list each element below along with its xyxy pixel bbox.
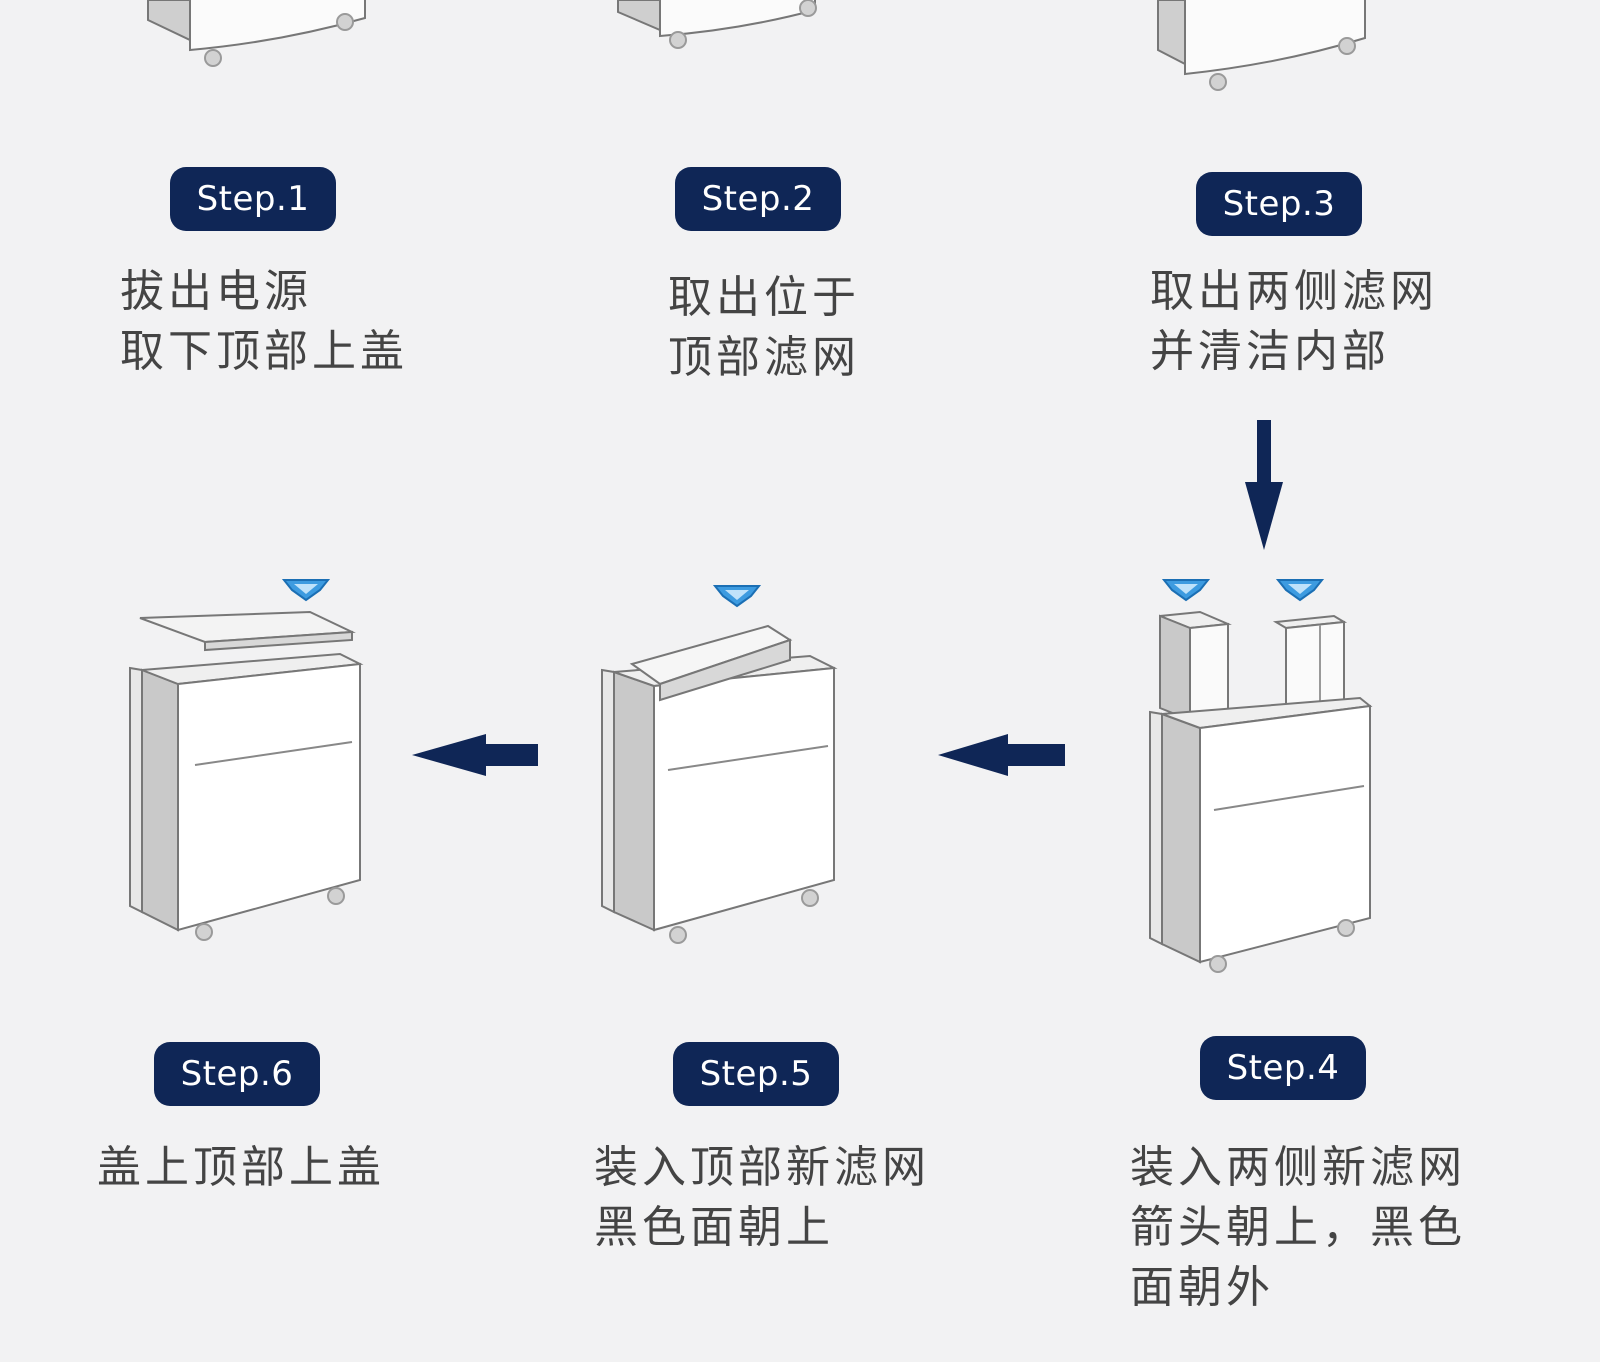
unit-illustration-step-2 — [617, 0, 817, 49]
step-4-badge: Step.4 — [1200, 1036, 1366, 1100]
step-5-badge: Step.5 — [673, 1042, 839, 1106]
unit-illustration-step-6 — [129, 579, 364, 941]
step-4-description: 装入两侧新滤网 箭头朝上，黑色 面朝外 — [1130, 1138, 1466, 1318]
step-1-line-1: 拔出电源 — [120, 266, 312, 317]
step-1-description: 拔出电源 取下顶部上盖 — [120, 262, 408, 382]
filter-direction-marker-icon — [283, 579, 329, 601]
step-3-line-2: 并清洁内部 — [1150, 326, 1390, 377]
unit-illustration-step-5 — [601, 585, 838, 944]
step-4-line-3: 面朝外 — [1130, 1262, 1274, 1313]
step-5-description: 装入顶部新滤网 黑色面朝上 — [594, 1138, 930, 1258]
filter-direction-marker-icon — [714, 585, 760, 607]
step-3-description: 取出两侧滤网 并清洁内部 — [1150, 262, 1438, 382]
arrow-left-icon — [412, 734, 538, 776]
step-2-badge: Step.2 — [675, 167, 841, 231]
step-1-badge: Step.1 — [170, 167, 336, 231]
step-6-description: 盖上顶部上盖 — [97, 1138, 385, 1198]
step-6-line-1: 盖上顶部上盖 — [97, 1142, 385, 1193]
step-3-line-1: 取出两侧滤网 — [1150, 266, 1438, 317]
step-5-line-2: 黑色面朝上 — [594, 1202, 834, 1253]
step-5-line-1: 装入顶部新滤网 — [594, 1142, 930, 1193]
unit-illustration-step-1 — [147, 0, 366, 67]
filter-direction-marker-icon — [1277, 579, 1323, 601]
filter-direction-marker-icon — [1163, 579, 1209, 601]
step-1-line-2: 取下顶部上盖 — [120, 326, 408, 377]
unit-illustration-step-3 — [1157, 0, 1366, 91]
step-3-badge: Step.3 — [1196, 172, 1362, 236]
step-2-line-1: 取出位于 — [668, 272, 860, 323]
step-6-badge: Step.6 — [154, 1042, 320, 1106]
arrow-down-icon — [1245, 420, 1283, 550]
unit-illustration-step-4 — [1149, 579, 1373, 973]
arrow-left-icon — [938, 734, 1065, 776]
step-4-line-1: 装入两侧新滤网 — [1130, 1142, 1466, 1193]
step-2-line-2: 顶部滤网 — [668, 332, 860, 383]
step-2-description: 取出位于 顶部滤网 — [668, 268, 860, 388]
step-4-line-2: 箭头朝上，黑色 — [1130, 1202, 1466, 1253]
